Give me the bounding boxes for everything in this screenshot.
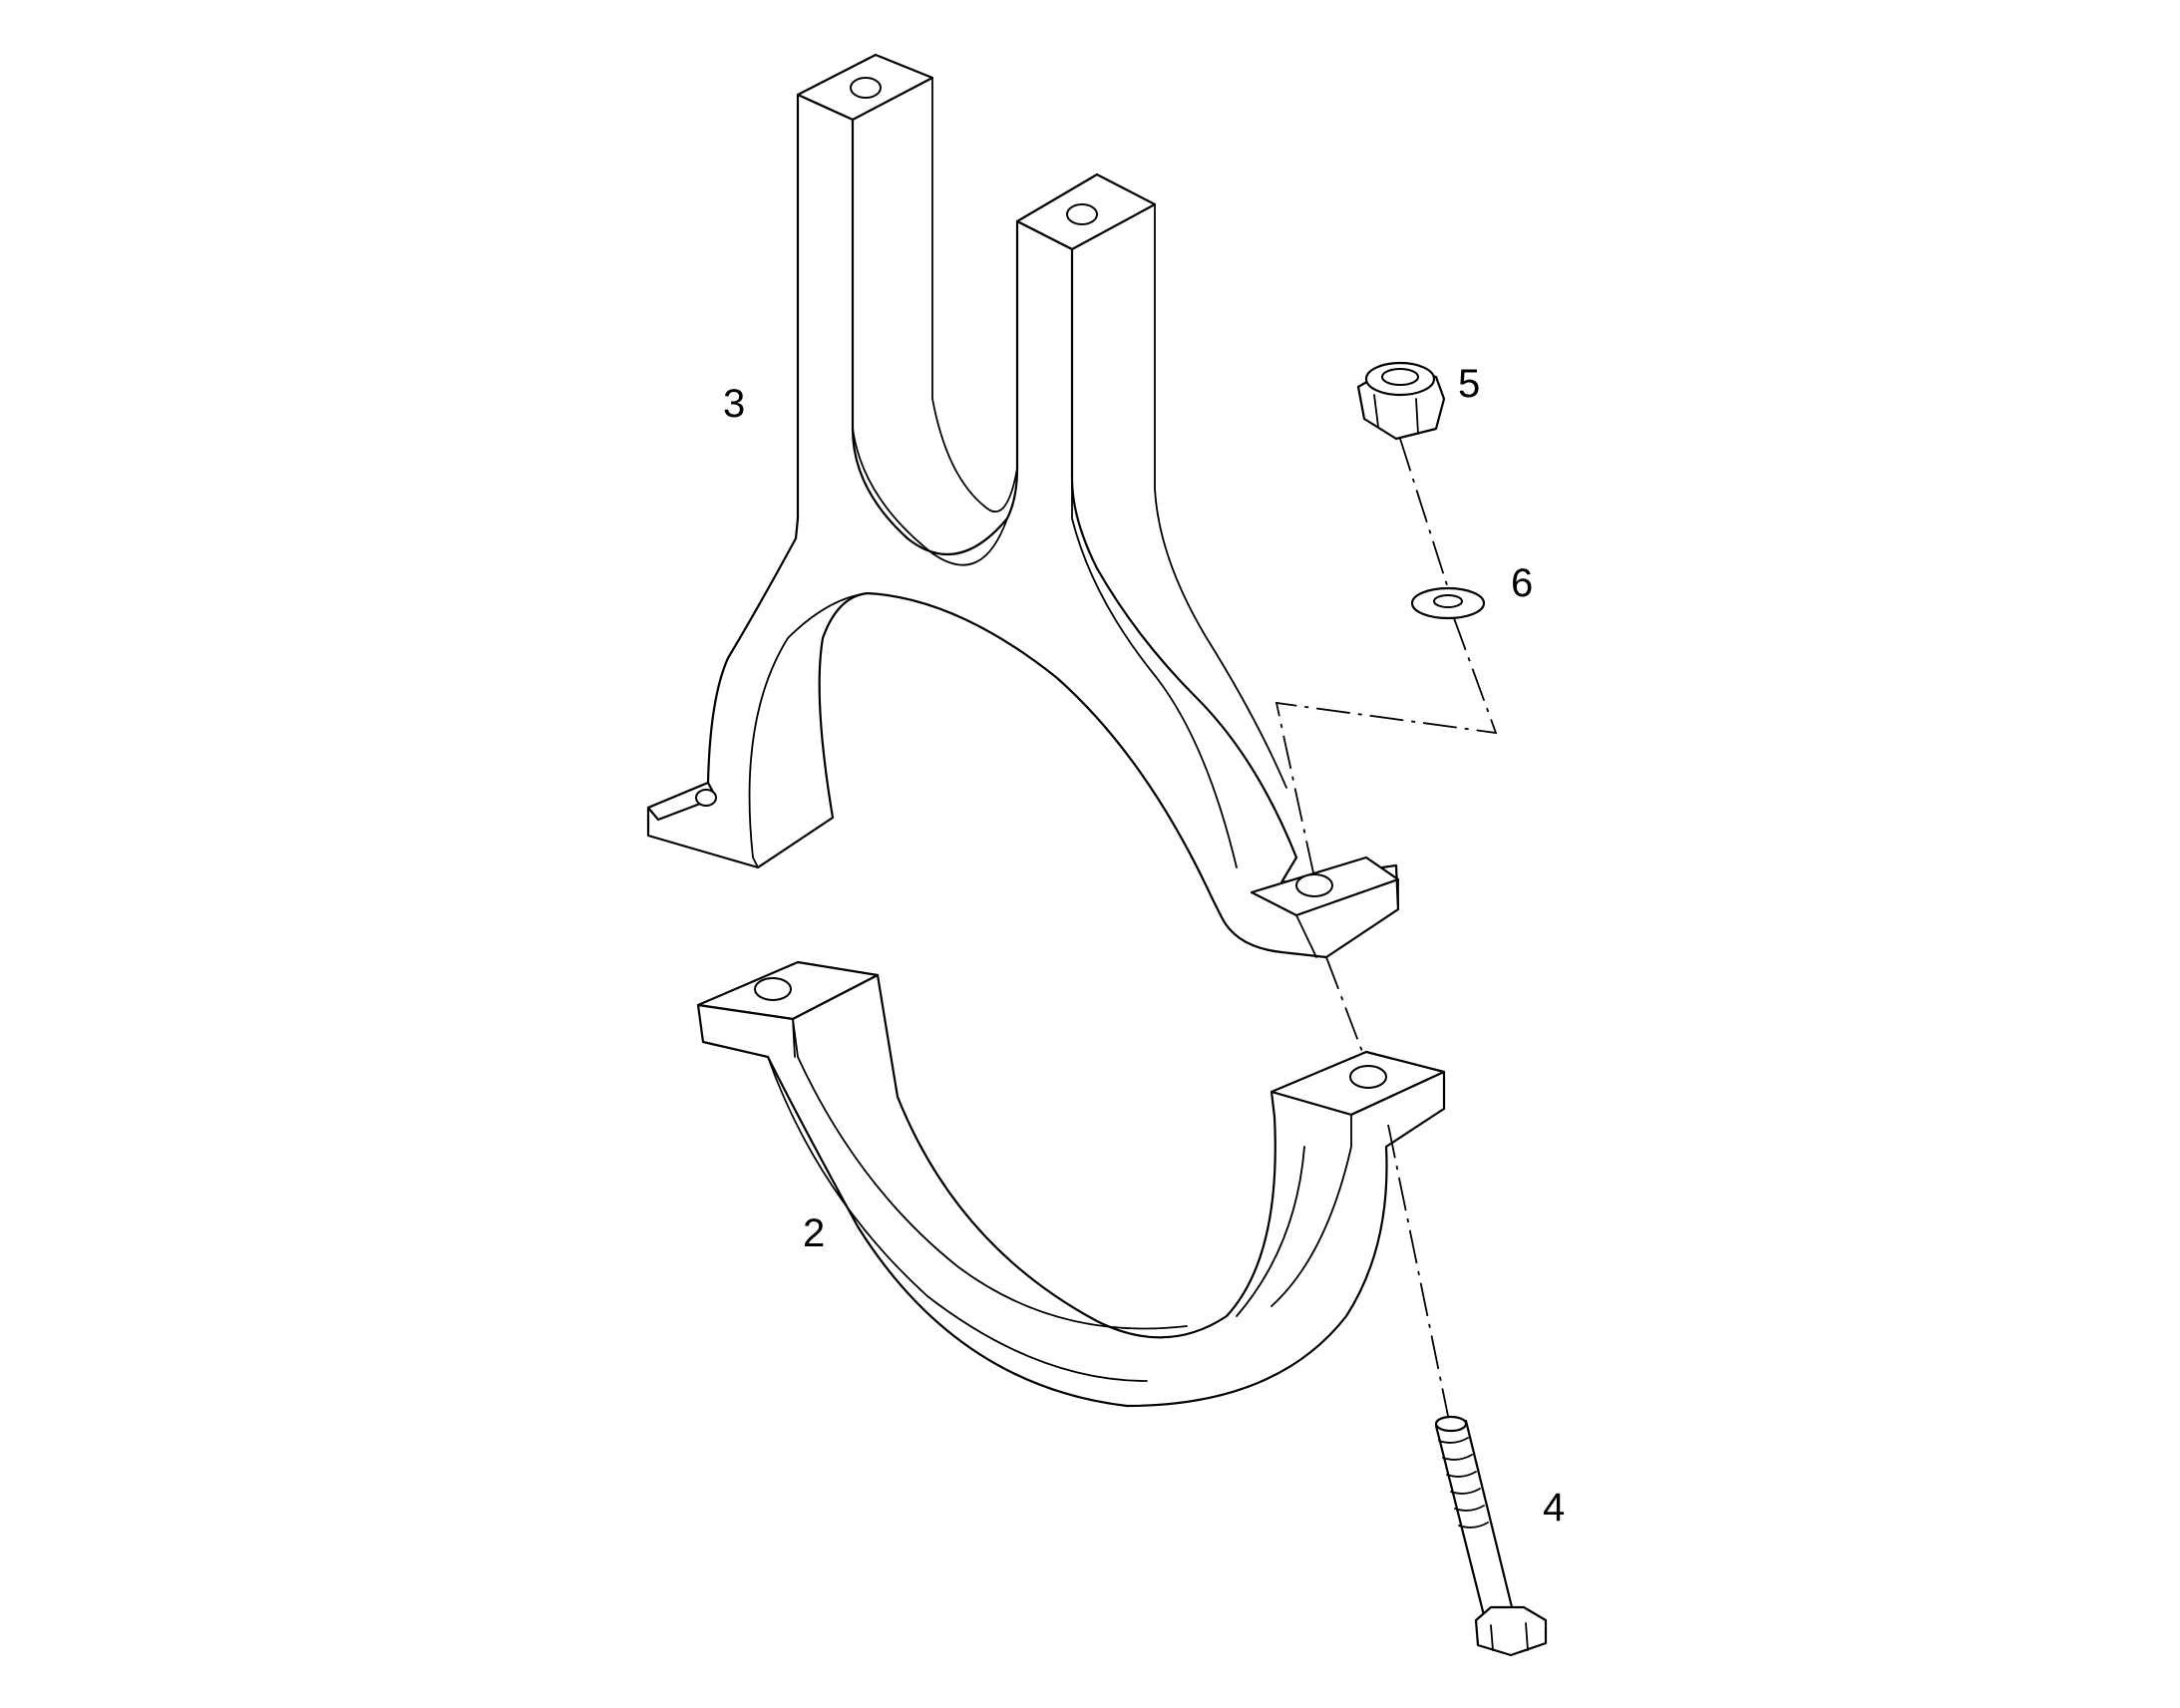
callout-4: 4	[1543, 1486, 1565, 1530]
fastener-centerline-middle	[1325, 956, 1365, 1058]
upper-left-foot-hole	[695, 789, 717, 807]
lower-left-foot-front-edge	[792, 1018, 796, 1058]
lower-clamp-inner-edge	[792, 1018, 1188, 1330]
nut-facet-edges	[1373, 394, 1419, 435]
lock-nut-part-5	[1356, 361, 1446, 441]
fastener-centerline-lower	[1387, 1124, 1449, 1417]
bolt-hex-head	[1474, 1605, 1548, 1657]
washer-part-6	[1410, 586, 1486, 620]
callout-3: 3	[723, 382, 745, 426]
bolt-thread-lines	[1438, 1437, 1489, 1529]
bolt-shank	[1434, 1419, 1516, 1625]
fastener-centerline-upper	[1274, 438, 1498, 878]
upper-left-arm-inner-edge	[852, 119, 1008, 566]
upper-arch-inner-edge	[748, 592, 869, 868]
callout-2: 2	[803, 1211, 825, 1255]
bolt-tip	[1434, 1415, 1468, 1433]
hex-bolt-part-4	[1434, 1415, 1548, 1657]
upper-right-arm-inner-edge	[1071, 248, 1238, 868]
upper-left-arm-hole	[850, 77, 882, 99]
upper-right-foot-hole	[1295, 873, 1333, 897]
lower-clamp-outer-edge	[767, 1056, 1148, 1382]
lower-clamp-right-edge	[1236, 1114, 1352, 1317]
bolt-head-facets	[1490, 1622, 1529, 1651]
nut-bore	[1381, 368, 1419, 386]
upper-right-arm-hole	[1066, 203, 1098, 225]
callout-6: 6	[1511, 561, 1533, 605]
lower-clamp-half-part-2	[696, 960, 1446, 1408]
lower-clamp-body	[696, 973, 1446, 1408]
upper-left-arm-front-edge	[931, 77, 1018, 513]
lower-right-foot-hole	[1349, 1065, 1387, 1089]
upper-right-arm-front-edge	[1154, 203, 1287, 789]
upper-clamp-bracket-part-3	[646, 53, 1400, 959]
upper-right-foot-front-edge	[1295, 878, 1399, 958]
lower-left-foot-hole	[754, 977, 792, 1001]
callout-5: 5	[1458, 362, 1480, 406]
upper-bracket-body	[646, 93, 1400, 959]
washer-hole	[1433, 594, 1463, 608]
